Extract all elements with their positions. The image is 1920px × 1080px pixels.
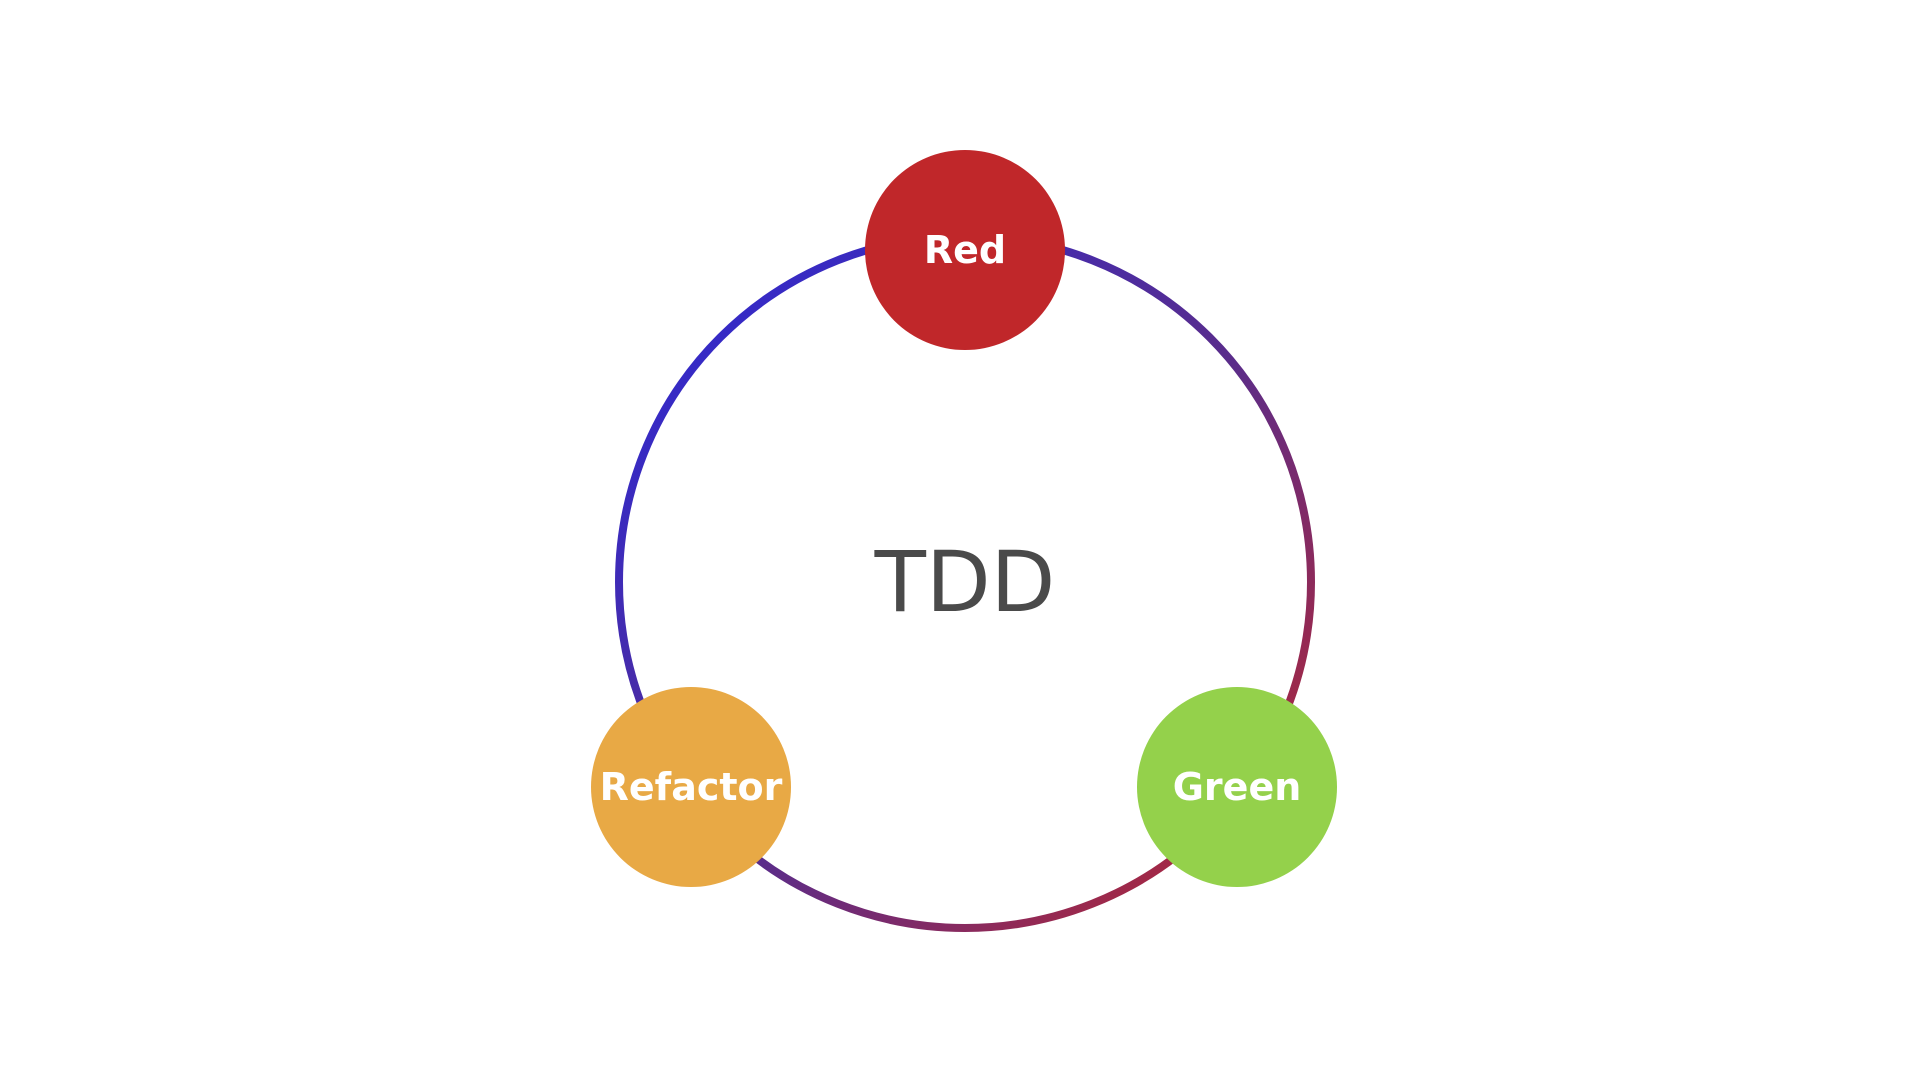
node-green-label: Green bbox=[1173, 765, 1302, 809]
node-red-circle bbox=[865, 150, 1065, 350]
node-red: Red bbox=[865, 150, 1065, 350]
node-green: Green bbox=[1137, 687, 1337, 887]
center-title: TDD bbox=[874, 533, 1056, 631]
node-refactor: Refactor bbox=[591, 687, 791, 887]
node-red-label: Red bbox=[924, 228, 1006, 272]
node-green-circle bbox=[1137, 687, 1337, 887]
node-refactor-label: Refactor bbox=[600, 765, 783, 809]
node-refactor-circle bbox=[591, 687, 791, 887]
